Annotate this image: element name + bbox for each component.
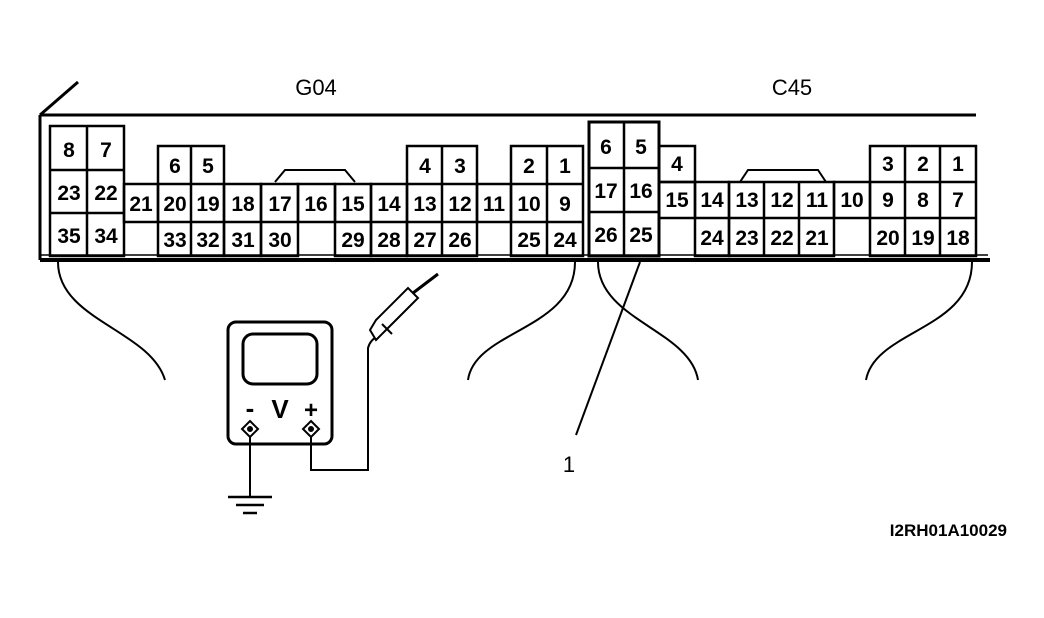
g04-pin-31: 31 xyxy=(231,229,255,252)
c45-pin-13: 13 xyxy=(735,189,758,212)
g04-pin-33: 33 xyxy=(163,229,186,252)
g04-pin-3: 3 xyxy=(454,155,466,178)
c45-pin-2: 2 xyxy=(917,153,929,176)
c45-pin-5: 5 xyxy=(635,136,647,159)
c45-connector-label: C45 xyxy=(772,75,812,100)
g04-pin-4: 4 xyxy=(419,155,431,178)
connector-lock-tabs xyxy=(274,169,827,183)
g04-pin-24: 24 xyxy=(553,229,577,252)
callout-leader-line xyxy=(575,261,641,436)
g04-pins: 8 7 23 22 35 34 21 6 5 20 19 18 33 32 31… xyxy=(57,139,577,252)
c45-pin-24: 24 xyxy=(700,227,724,250)
g04-pin-32: 32 xyxy=(196,229,219,252)
g04-pin-17: 17 xyxy=(268,193,291,216)
g04-pin-21: 21 xyxy=(129,193,153,216)
c45-pin-23: 23 xyxy=(735,227,758,250)
g04-pin-22: 22 xyxy=(94,182,117,205)
c45-pin-19: 19 xyxy=(911,227,934,250)
g04-pin-27: 27 xyxy=(413,229,436,252)
c45-pin-18: 18 xyxy=(946,227,970,250)
positive-sign: + xyxy=(304,397,318,424)
g04-pin-7: 7 xyxy=(100,139,112,162)
g04-pin-10: 10 xyxy=(517,193,540,216)
g04-pin-30: 30 xyxy=(268,229,291,252)
figure-code: I2RH01A10029 xyxy=(890,521,1007,540)
g04-pin-16: 16 xyxy=(304,193,327,216)
g04-pin-12: 12 xyxy=(448,193,471,216)
g04-pin-28: 28 xyxy=(377,229,401,252)
ground-icon xyxy=(228,495,272,515)
g04-pin-11: 11 xyxy=(483,193,506,216)
g04-pin-9: 9 xyxy=(559,193,571,216)
g04-pin-5: 5 xyxy=(202,155,214,178)
c45-pin-7: 7 xyxy=(952,189,964,212)
g04-pin-8: 8 xyxy=(63,139,75,162)
voltmeter-display xyxy=(241,332,319,386)
wire-harness-curves xyxy=(57,261,973,381)
c45-pin-21: 21 xyxy=(805,227,829,250)
c45-pin-8: 8 xyxy=(917,189,929,212)
g04-pin-6: 6 xyxy=(169,155,181,178)
c45-pin-1: 1 xyxy=(952,153,964,176)
c45-pin-12: 12 xyxy=(770,189,793,212)
voltmeter-symbol: V xyxy=(271,394,289,424)
c45-pin-15: 15 xyxy=(665,189,689,212)
c45-pin-10: 10 xyxy=(840,189,863,212)
g04-pin-18: 18 xyxy=(231,193,255,216)
voltmeter: V - + xyxy=(226,320,334,446)
test-probe-icon xyxy=(368,272,439,342)
g04-pin-23: 23 xyxy=(57,182,80,205)
g04-pin-26: 26 xyxy=(448,229,471,252)
g04-pin-34: 34 xyxy=(94,225,118,248)
pin-grid xyxy=(48,120,978,258)
g04-pin-13: 13 xyxy=(413,193,436,216)
callout-number: 1 xyxy=(563,452,575,477)
c45-pin-14: 14 xyxy=(700,189,724,212)
c45-pin-22: 22 xyxy=(770,227,793,250)
c45-pin-4: 4 xyxy=(671,153,683,176)
g04-pin-29: 29 xyxy=(341,229,364,252)
c45-pin-20: 20 xyxy=(876,227,899,250)
g04-pin-35: 35 xyxy=(57,225,81,248)
g04-pin-19: 19 xyxy=(196,193,219,216)
g04-pin-1: 1 xyxy=(559,155,571,178)
g04-pin-20: 20 xyxy=(163,193,186,216)
g04-pin-14: 14 xyxy=(377,193,401,216)
c45-pin-16: 16 xyxy=(629,180,652,203)
c45-pin-9: 9 xyxy=(882,189,894,212)
c45-pin-26: 26 xyxy=(594,224,617,247)
g04-pin-2: 2 xyxy=(523,155,535,178)
g04-pin-15: 15 xyxy=(341,193,365,216)
g04-connector-label: G04 xyxy=(295,75,337,100)
c45-pin-11: 11 xyxy=(806,189,829,212)
g04-pin-25: 25 xyxy=(517,229,541,252)
c45-pin-3: 3 xyxy=(882,153,894,176)
c45-pins: 6 5 17 16 26 25 4 15 14 24 13 12 11 23 2… xyxy=(594,136,970,250)
c45-pin-6: 6 xyxy=(600,136,612,159)
c45-pin-17: 17 xyxy=(594,180,617,203)
negative-sign: - xyxy=(246,393,255,423)
c45-pin-25: 25 xyxy=(629,224,653,247)
